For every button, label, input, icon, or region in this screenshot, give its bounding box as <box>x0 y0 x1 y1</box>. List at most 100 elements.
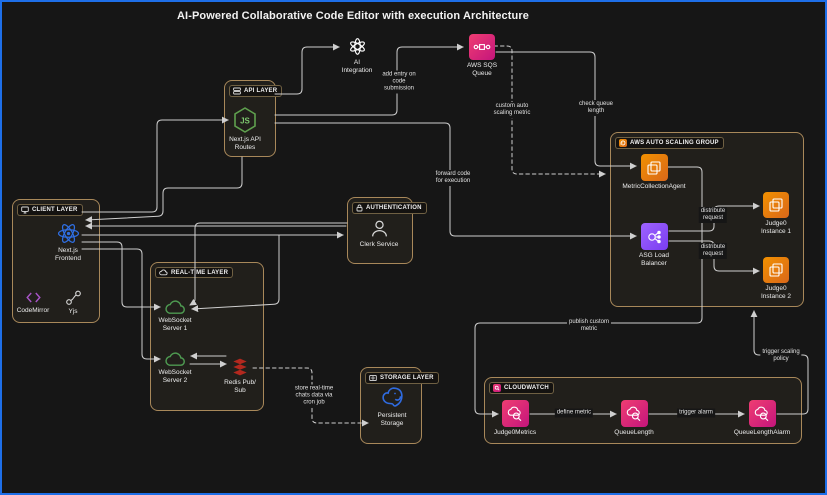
group-client-layer-header: CLIENT LAYER <box>17 204 83 216</box>
lock-icon <box>356 204 363 212</box>
node-label: Clerk Service <box>359 241 399 248</box>
aws-autoscaling-icon <box>619 139 627 147</box>
node-codemirror[interactable]: CodeMirror <box>11 290 55 315</box>
nodejs-icon: JS <box>232 106 258 134</box>
group-storage-layer-header: STORAGE LAYER <box>365 372 439 384</box>
storage-disk-icon <box>369 374 377 382</box>
node-aws-sqs-queue[interactable]: AWS SQS Queue <box>452 34 512 77</box>
node-ai-integration[interactable]: AI Integration <box>327 36 387 74</box>
aws-cloudwatch-icon <box>620 400 648 427</box>
group-authentication-header: AUTHENTICATION <box>352 202 427 214</box>
openai-icon <box>347 36 368 57</box>
edge-label-check-queue: check queue length <box>576 100 616 116</box>
node-judge0-instance-2[interactable]: Judge0 Instance 2 <box>746 257 806 300</box>
node-label: AWS SQS Queue <box>466 62 498 77</box>
node-queue-length-alarm[interactable]: QueueLengthAlarm <box>722 400 802 437</box>
edge-label-distribute-request-1: distribute request <box>698 207 728 223</box>
group-label: CLOUDWATCH <box>504 385 549 391</box>
edge-frontend-to-api <box>81 116 229 213</box>
node-label: Redis Pub/ Sub <box>224 379 256 394</box>
group-cloudwatch-header: CLOUDWATCH <box>489 382 554 394</box>
edge-label-trigger-policy: trigger scaling policy <box>760 348 802 364</box>
node-label: QueueLength <box>614 429 654 436</box>
group-realtime-layer-header: REAL-TIME LAYER <box>155 267 234 278</box>
node-label: AI Integration <box>341 59 373 74</box>
group-label: REAL-TIME LAYER <box>171 269 229 276</box>
aws-sqs-icon <box>469 34 495 60</box>
aws-ec2-icon <box>763 192 789 218</box>
edge-frontend-to-ws1 <box>81 241 161 311</box>
layers-icon <box>233 87 241 95</box>
node-label: WebSocket Server 1 <box>158 317 192 332</box>
redis-icon <box>230 357 250 377</box>
user-icon <box>369 218 390 239</box>
diagram-title: AI-Powered Collaborative Code Editor wit… <box>177 10 529 22</box>
react-icon <box>57 222 80 245</box>
group-realtime-layer[interactable]: REAL-TIME LAYER <box>150 262 264 411</box>
websocket-cloud-icon <box>163 298 188 315</box>
node-label: Judge0 Instance 2 <box>761 285 791 300</box>
group-aws-auto-scaling-header: AWS AUTO SCALING GROUP <box>615 137 724 149</box>
aws-cloudwatch-icon <box>748 400 776 427</box>
group-api-layer-header: API LAYER <box>229 85 283 97</box>
node-judge0-instance-1[interactable]: Judge0 Instance 1 <box>746 192 806 235</box>
node-label: MetricCollectionAgent <box>622 183 686 190</box>
node-asg-load-balancer[interactable]: ASG Load Balancer <box>624 223 684 267</box>
node-queue-length[interactable]: QueueLength <box>599 400 669 437</box>
group-api-layer[interactable]: API LAYER <box>224 80 283 157</box>
group-label: AUTHENTICATION <box>366 205 422 211</box>
edge-label-distribute-request-2: distribute request <box>698 243 728 259</box>
edge-label-forward-code: forward code for execution <box>433 170 473 186</box>
cloud-icon <box>159 269 168 276</box>
group-label: API LAYER <box>244 88 278 94</box>
codemirror-icon <box>25 290 42 305</box>
postgresql-icon <box>380 385 405 410</box>
aws-elb-icon <box>640 223 668 250</box>
node-nextjs-api-routes[interactable]: JS Next.js API Routes <box>217 106 273 151</box>
group-label: AWS AUTO SCALING GROUP <box>630 140 719 146</box>
edge-label-trigger-alarm: trigger alarm <box>677 408 715 418</box>
edge-label-publish-metric: publish custom metric <box>566 318 612 334</box>
node-websocket-server-2[interactable]: WebSocket Server 2 <box>143 350 207 384</box>
edge-clerk-to-ws1 <box>189 222 348 306</box>
edge-label-add-entry: add entry on code submission <box>380 70 418 94</box>
yjs-icon <box>65 290 82 306</box>
aws-ec2-icon <box>763 257 789 283</box>
edge-alarm-to-asg <box>750 310 809 415</box>
edge-frontend-to-ws2 <box>81 248 161 363</box>
cloudwatch-icon <box>493 384 501 392</box>
edge-label-custom-metric: custom auto scaling metric <box>491 102 533 118</box>
websocket-cloud-icon <box>163 350 188 367</box>
node-label: Next.js Frontend <box>54 247 82 262</box>
svg-text:JS: JS <box>240 117 250 126</box>
edge-api-to-ai <box>274 43 340 95</box>
node-label: Judge0 Instance 1 <box>761 220 791 235</box>
node-label: Yjs <box>68 308 78 315</box>
group-storage-layer[interactable]: STORAGE LAYER <box>360 367 439 444</box>
node-label: Judge0Metrics <box>493 429 537 436</box>
edge-label-define-metric: define metric <box>554 408 594 418</box>
node-label: Next.js API Routes <box>229 136 261 151</box>
monitor-icon <box>21 206 29 214</box>
node-clerk-service[interactable]: Clerk Service <box>349 218 409 249</box>
edge-label-store-chats: store real-time chats data via cron job <box>292 384 336 408</box>
node-label: WebSocket Server 2 <box>158 369 192 384</box>
node-persistent-storage[interactable]: Persistent Storage <box>364 385 420 427</box>
node-nextjs-frontend[interactable]: Next.js Frontend <box>36 222 100 262</box>
node-redis-pubsub[interactable]: Redis Pub/ Sub <box>214 357 266 394</box>
node-judge0-metrics[interactable]: Judge0Metrics <box>480 400 550 437</box>
node-metric-collection-agent[interactable]: MetricCollectionAgent <box>609 154 699 191</box>
edge-api-to-frontend <box>85 156 243 224</box>
node-yjs[interactable]: Yjs <box>53 290 93 316</box>
edge-branch-to-ws1 <box>191 234 280 313</box>
group-label: STORAGE LAYER <box>380 375 434 381</box>
node-websocket-server-1[interactable]: WebSocket Server 1 <box>143 298 207 332</box>
node-label: QueueLengthAlarm <box>733 429 791 436</box>
group-label: CLIENT LAYER <box>32 207 78 213</box>
node-label: Persistent Storage <box>377 412 407 427</box>
aws-cloudwatch-icon <box>501 400 529 427</box>
node-label: ASG Load Balancer <box>639 252 669 267</box>
aws-ec2-icon <box>640 154 668 181</box>
edge-agent-to-cloudwatch <box>474 166 703 418</box>
